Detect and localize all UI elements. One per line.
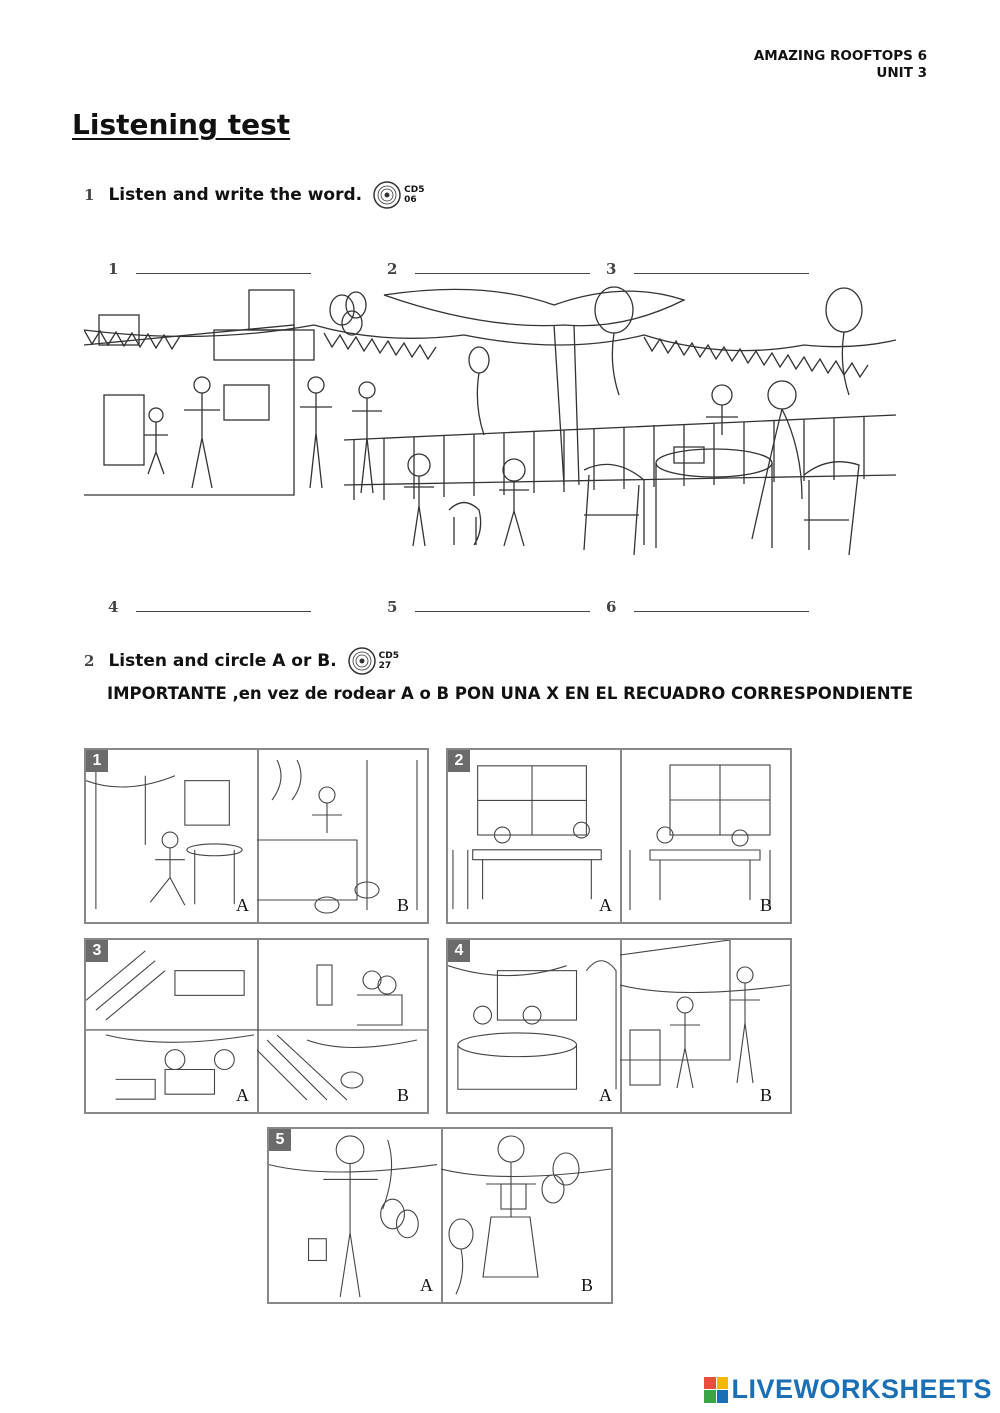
cd-icon [347,647,376,675]
blank-number: 2 [387,260,398,278]
party-picture-b [620,940,790,1089]
option-a-box[interactable]: 4 A [448,940,622,1112]
option-b-label: B [580,1275,593,1295]
header-series-info: AMAZING ROOFTOPS 6 UNIT 3 [754,48,927,82]
option-b-box[interactable]: B [620,750,790,922]
cd-icon [373,181,401,209]
blank-number: 3 [606,260,617,278]
party-picture-b [257,759,418,914]
option-b-label: B [396,1085,409,1105]
panel-number: 2 [448,750,470,772]
cd-track-2: CD5 27 [347,646,399,676]
exercise-1-instruction: Listen and write the word. [108,185,363,205]
unit-label: UNIT 3 [876,65,927,81]
cd-track: 06 [404,195,417,205]
picture-pair-4: 4 A B [446,938,792,1114]
option-b-box[interactable]: B [257,750,427,922]
answer-blank-6[interactable]: 6 [606,598,810,616]
exercise-1-number: 1 [84,186,95,204]
answer-blank-1[interactable]: 1 [108,260,312,278]
write-line[interactable] [136,261,312,274]
picture-pair-1: 1 A B [84,748,429,924]
party-picture-a [452,765,602,910]
option-a-box[interactable]: 1 A [86,750,259,922]
panel-number: 1 [86,750,108,772]
party-picture-a [448,960,617,1090]
liveworksheets-logo[interactable]: LIVEWORKSHEETS [704,1374,992,1405]
write-line[interactable] [415,599,591,612]
blank-number: 6 [606,598,617,616]
option-a-label: A [420,1275,433,1295]
exercise-2-instruction: Listen and circle A or B. [108,651,337,671]
option-b-box[interactable]: B [620,940,790,1112]
picture-pair-2: 2 A B [446,748,792,924]
picture-pair-5: 5 A B [267,1127,613,1304]
party-picture-b [257,964,427,1101]
option-a-label: A [236,895,249,915]
party-picture-a [86,770,243,910]
panel-number: 3 [86,940,108,962]
cd-track: 27 [378,661,392,671]
blank-number: 4 [108,598,119,616]
cd-disc: CD5 [404,185,425,195]
party-scene-illustration [84,286,896,556]
page-title: Listening test [72,108,291,141]
answer-blank-4[interactable]: 4 [108,598,312,616]
write-line[interactable] [634,261,810,274]
answer-blank-3[interactable]: 3 [606,260,810,278]
panel-number: 4 [448,940,470,962]
option-a-box[interactable]: 3 A [86,940,259,1112]
exercise-2-heading: 2 Listen and circle A or B. CD5 27 [84,646,399,676]
blank-number: 1 [108,260,119,278]
write-line[interactable] [415,261,591,274]
option-a-box[interactable]: 2 A [448,750,622,922]
party-picture-a [269,1135,438,1298]
exercise-2-note: IMPORTANTE ,en vez de rodear A o B PON U… [107,684,914,703]
option-b-label: B [759,895,772,915]
option-a-label: A [599,1085,612,1105]
series-name: AMAZING ROOFTOPS 6 [753,48,927,64]
exercise-2-number: 2 [84,652,95,670]
cd-disc: CD5 [378,651,400,661]
answer-blank-5[interactable]: 5 [387,598,591,616]
option-b-box[interactable]: B [257,940,427,1112]
brand-name: LIVEWORKSHEETS [731,1374,992,1404]
party-picture-a [86,950,257,1100]
cd-track-1: CD5 06 [372,180,424,210]
liveworksheets-icon [704,1376,729,1403]
option-b-label: B [396,895,409,915]
exercise-1-heading: 1 Listen and write the word. CD5 06 [84,180,424,210]
option-b-box[interactable]: B [441,1129,611,1302]
option-a-label: A [599,895,612,915]
answer-blank-2[interactable]: 2 [387,260,591,278]
picture-pair-3: 3 A B [84,938,429,1114]
option-a-box[interactable]: 5 A [269,1129,443,1302]
panel-number: 5 [269,1129,291,1151]
write-line[interactable] [634,599,810,612]
option-b-label: B [759,1085,772,1105]
write-line[interactable] [136,599,312,612]
option-a-label: A [236,1085,249,1105]
blank-number: 5 [387,598,398,616]
party-picture-b [441,1135,611,1295]
party-picture-b [629,764,771,910]
